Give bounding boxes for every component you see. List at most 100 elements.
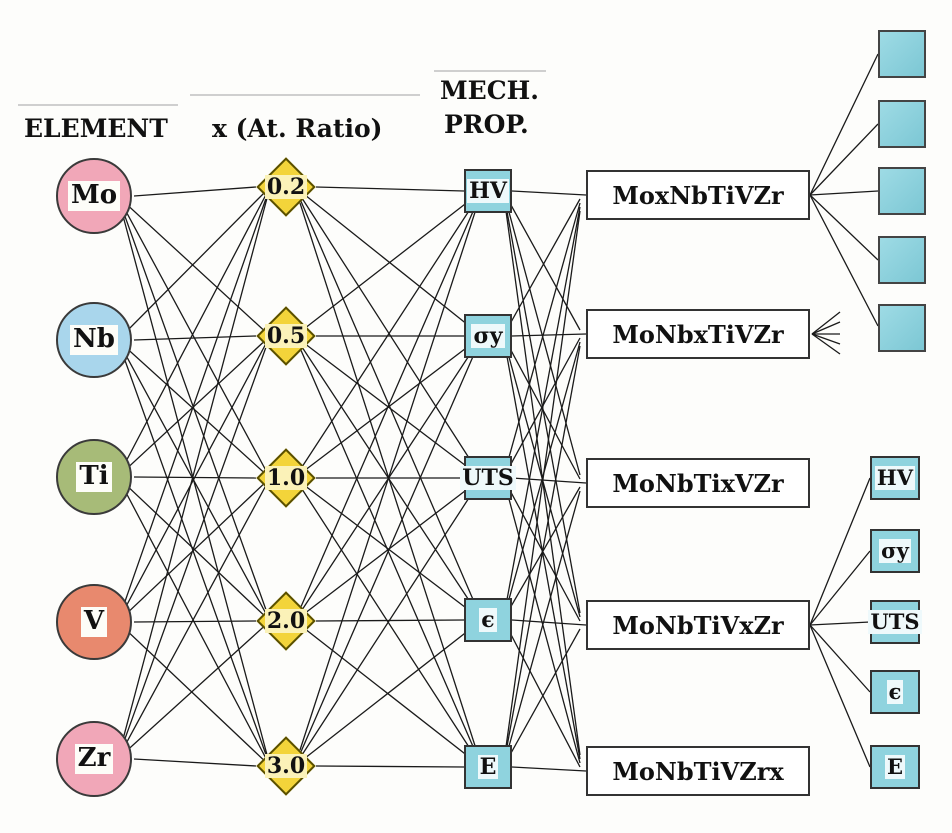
alloy-vx: MoNbTiVxZr: [586, 600, 810, 650]
prop-hv: HV: [464, 169, 512, 213]
link-element-ratio: [121, 211, 271, 767]
link-property-alloy: [505, 350, 581, 760]
link-alloy-partial-fan: [811, 333, 841, 355]
link-element-ratio: [121, 203, 271, 479]
link-property-alloy: [511, 766, 587, 772]
link-alloy-partial-fan: [811, 333, 841, 345]
prop-yield-strength: σy: [464, 314, 512, 358]
link-element-ratio: [121, 186, 271, 744]
link-ratio-property: [299, 190, 479, 334]
link-property-alloy: [505, 202, 581, 469]
link-element-ratio: [121, 199, 271, 337]
link-property-alloy: [505, 628, 581, 763]
link-ratio-property: [299, 343, 479, 615]
link-ratio-property: [299, 196, 479, 471]
link-ratio-property: [315, 186, 465, 192]
link-element-ratio: [121, 347, 271, 622]
alloy-tix: MoNbTixVZr: [586, 458, 810, 508]
ratio-3-0: 3.0: [256, 736, 316, 796]
link-property-alloy: [505, 198, 581, 332]
output-square-5: [878, 304, 926, 352]
element-zr: Zr: [56, 721, 132, 797]
link-alloy-output-square: [809, 190, 879, 196]
link-element-ratio: [121, 625, 271, 767]
output-square-2: [878, 100, 926, 148]
element-nb: Nb: [56, 302, 132, 378]
prop-uts: UTS: [460, 456, 516, 500]
link-element-ratio: [121, 335, 271, 748]
link-property-alloy: [511, 333, 587, 337]
output-prop-strain: ϵ: [870, 670, 920, 714]
link-property-alloy: [505, 195, 581, 331]
link-element-ratio: [121, 335, 271, 615]
output-prop-modulus: E: [870, 745, 920, 789]
link-element-ratio: [133, 620, 257, 623]
link-element-ratio: [121, 477, 271, 619]
link-ratio-property: [299, 199, 479, 610]
link-ratio-property: [299, 622, 479, 763]
output-prop-hv: HV: [870, 456, 920, 500]
link-property-alloy: [511, 190, 587, 196]
link-ratio-property: [299, 338, 479, 475]
link-element-ratio: [133, 335, 257, 341]
link-element-ratio: [133, 186, 257, 197]
link-property-alloy: [505, 340, 581, 480]
alloy-mox: MoxNbTiVZr: [586, 170, 810, 220]
link-ratio-property: [299, 344, 479, 755]
link-element-ratio: [121, 186, 271, 611]
alloy-zrx: MoNbTiVZrx: [586, 746, 810, 796]
link-alloy-output-square: [809, 53, 879, 196]
link-property-alloy: [511, 477, 587, 484]
link-alloy-partial-fan: [811, 321, 841, 335]
header-element: ELEMENT: [24, 114, 168, 143]
output-square-3: [878, 167, 926, 215]
link-alloy-output-property: [809, 477, 871, 626]
element-mo: Mo: [56, 158, 132, 234]
link-element-ratio: [121, 207, 271, 622]
ratio-0-2: 0.2: [256, 157, 316, 217]
link-alloy-output-square: [809, 194, 879, 261]
link-alloy-output-square: [809, 194, 879, 327]
link-element-ratio: [121, 480, 271, 622]
link-ratio-property: [299, 339, 479, 476]
link-element-ratio: [121, 477, 271, 752]
link-element-ratio: [121, 186, 271, 337]
link-alloy-output-property: [809, 550, 871, 626]
link-element-ratio: [121, 343, 271, 479]
link-ratio-property: [299, 193, 479, 333]
link-property-alloy: [505, 206, 581, 606]
header-mech-line2: PROP.: [444, 110, 529, 139]
link-ratio-property: [315, 765, 465, 768]
link-property-alloy: [505, 490, 581, 758]
link-property-alloy: [505, 200, 581, 476]
header-mech-line1: MECH.: [440, 76, 539, 105]
link-element-ratio: [133, 758, 257, 767]
link-element-ratio: [121, 335, 271, 474]
prop-strain: ϵ: [464, 598, 512, 642]
ratio-2-0: 2.0: [256, 591, 316, 651]
alloy-nbx: MoNbxTiVZr: [586, 309, 810, 359]
header-rule-element: [18, 104, 178, 106]
link-ratio-property: [299, 347, 479, 759]
link-alloy-output-square: [809, 123, 879, 196]
link-ratio-property: [299, 624, 479, 765]
link-property-alloy: [511, 619, 587, 626]
ratio-1-0: 1.0: [256, 448, 316, 508]
output-prop-yield-strength: σy: [870, 529, 920, 573]
link-property-alloy: [505, 345, 581, 753]
header-rule-mech: [434, 70, 546, 72]
element-v: V: [56, 584, 132, 660]
link-ratio-property: [299, 202, 479, 751]
output-square-4: [878, 236, 926, 284]
link-element-ratio: [121, 186, 271, 470]
link-alloy-partial-fan: [811, 311, 841, 335]
link-element-ratio: [121, 620, 271, 756]
link-ratio-property: [299, 485, 479, 762]
link-element-ratio: [121, 484, 271, 767]
output-prop-uts: UTS: [868, 600, 922, 644]
header-rule-ratio: [190, 94, 420, 96]
link-alloy-output-property: [809, 624, 871, 693]
output-square-1: [878, 30, 926, 78]
